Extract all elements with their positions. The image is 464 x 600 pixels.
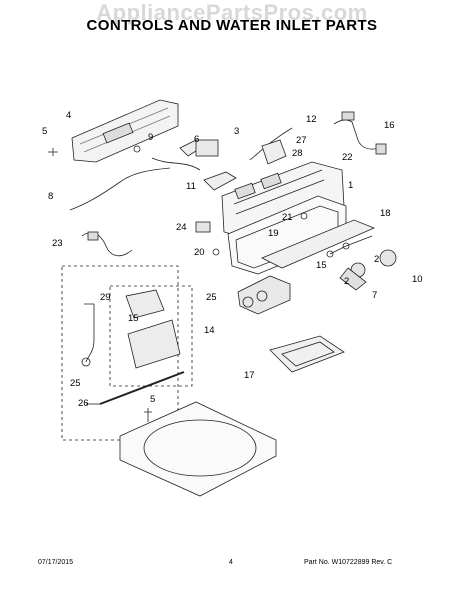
- harness-7-part: [69, 167, 171, 211]
- knob-part-9: [339, 267, 367, 291]
- overlay-part: [261, 219, 376, 269]
- dispenser-17-part: [269, 335, 345, 373]
- pump-13-part: [127, 319, 181, 369]
- connector-part: [203, 171, 237, 191]
- footer-date: 07/17/2015: [38, 559, 74, 566]
- callout-28: 28: [292, 148, 303, 159]
- callout-24: 25: [206, 292, 217, 303]
- callout-18: 18: [380, 208, 391, 219]
- bracket-14-part: [125, 289, 165, 319]
- callout-17: 17: [244, 370, 255, 381]
- callout-16: 16: [384, 120, 395, 131]
- water-valve-part: [237, 275, 291, 315]
- callout-22: 23: [52, 238, 63, 249]
- callout-12: 12: [306, 114, 317, 125]
- callout-27: 27: [296, 135, 307, 146]
- callout-15: 15: [316, 260, 327, 271]
- callout-4: 4: [66, 110, 71, 121]
- callout-14: 15: [128, 313, 139, 324]
- clip-23-part: [195, 221, 211, 233]
- screw-5-lower: [144, 408, 152, 422]
- watermark: AppliancePartsPros.com: [96, 0, 368, 25]
- callout-20a: 20: [194, 247, 205, 258]
- wire-harness-part: [333, 119, 381, 150]
- callout-19: 19: [268, 228, 279, 239]
- switch-part: [195, 139, 219, 157]
- footer-part-number: Part No. W10722899 Rev. C: [304, 559, 393, 566]
- callout-9: 7: [372, 290, 377, 301]
- clip-part: [133, 145, 141, 153]
- callout-29: 29: [100, 292, 111, 303]
- callout-13: 14: [204, 325, 215, 336]
- screw-part: [48, 148, 58, 156]
- callout-2a: 2: [374, 254, 379, 265]
- callout-21: 22: [342, 152, 353, 163]
- callout-26: 26: [78, 398, 89, 409]
- callout-labels: 5 4 9 6 3 12 27 16 28 22 11 1 8 21 18 24…: [42, 110, 423, 409]
- knob-part-10: [379, 249, 397, 267]
- callout-1: 1: [348, 180, 353, 191]
- callout-10: 10: [412, 274, 423, 285]
- callout-6: 6: [194, 134, 199, 145]
- callout-5b: 5: [150, 394, 155, 405]
- callout-5a: 5: [42, 126, 47, 137]
- cabinet-top: [119, 401, 277, 497]
- footer-page-number: 4: [229, 559, 233, 566]
- callout-23: 24: [176, 222, 187, 233]
- washer-15: [326, 250, 334, 258]
- callout-11: 11: [186, 181, 196, 192]
- hose-29-part: [84, 303, 95, 363]
- callout-25: 25: [70, 378, 81, 389]
- screw-20a: [212, 248, 220, 256]
- callout-8: 9: [148, 132, 153, 143]
- callout-7: 8: [48, 191, 53, 202]
- callout-20b: 21: [282, 212, 293, 223]
- pressure-switch-part: [261, 139, 287, 165]
- callout-3: 3: [234, 126, 239, 137]
- page-title: CONTROLS AND WATER INLET PARTS: [86, 17, 378, 34]
- callout-2b: 2: [344, 276, 349, 287]
- screw-20b: [300, 212, 308, 220]
- bar-25-part: [99, 371, 185, 405]
